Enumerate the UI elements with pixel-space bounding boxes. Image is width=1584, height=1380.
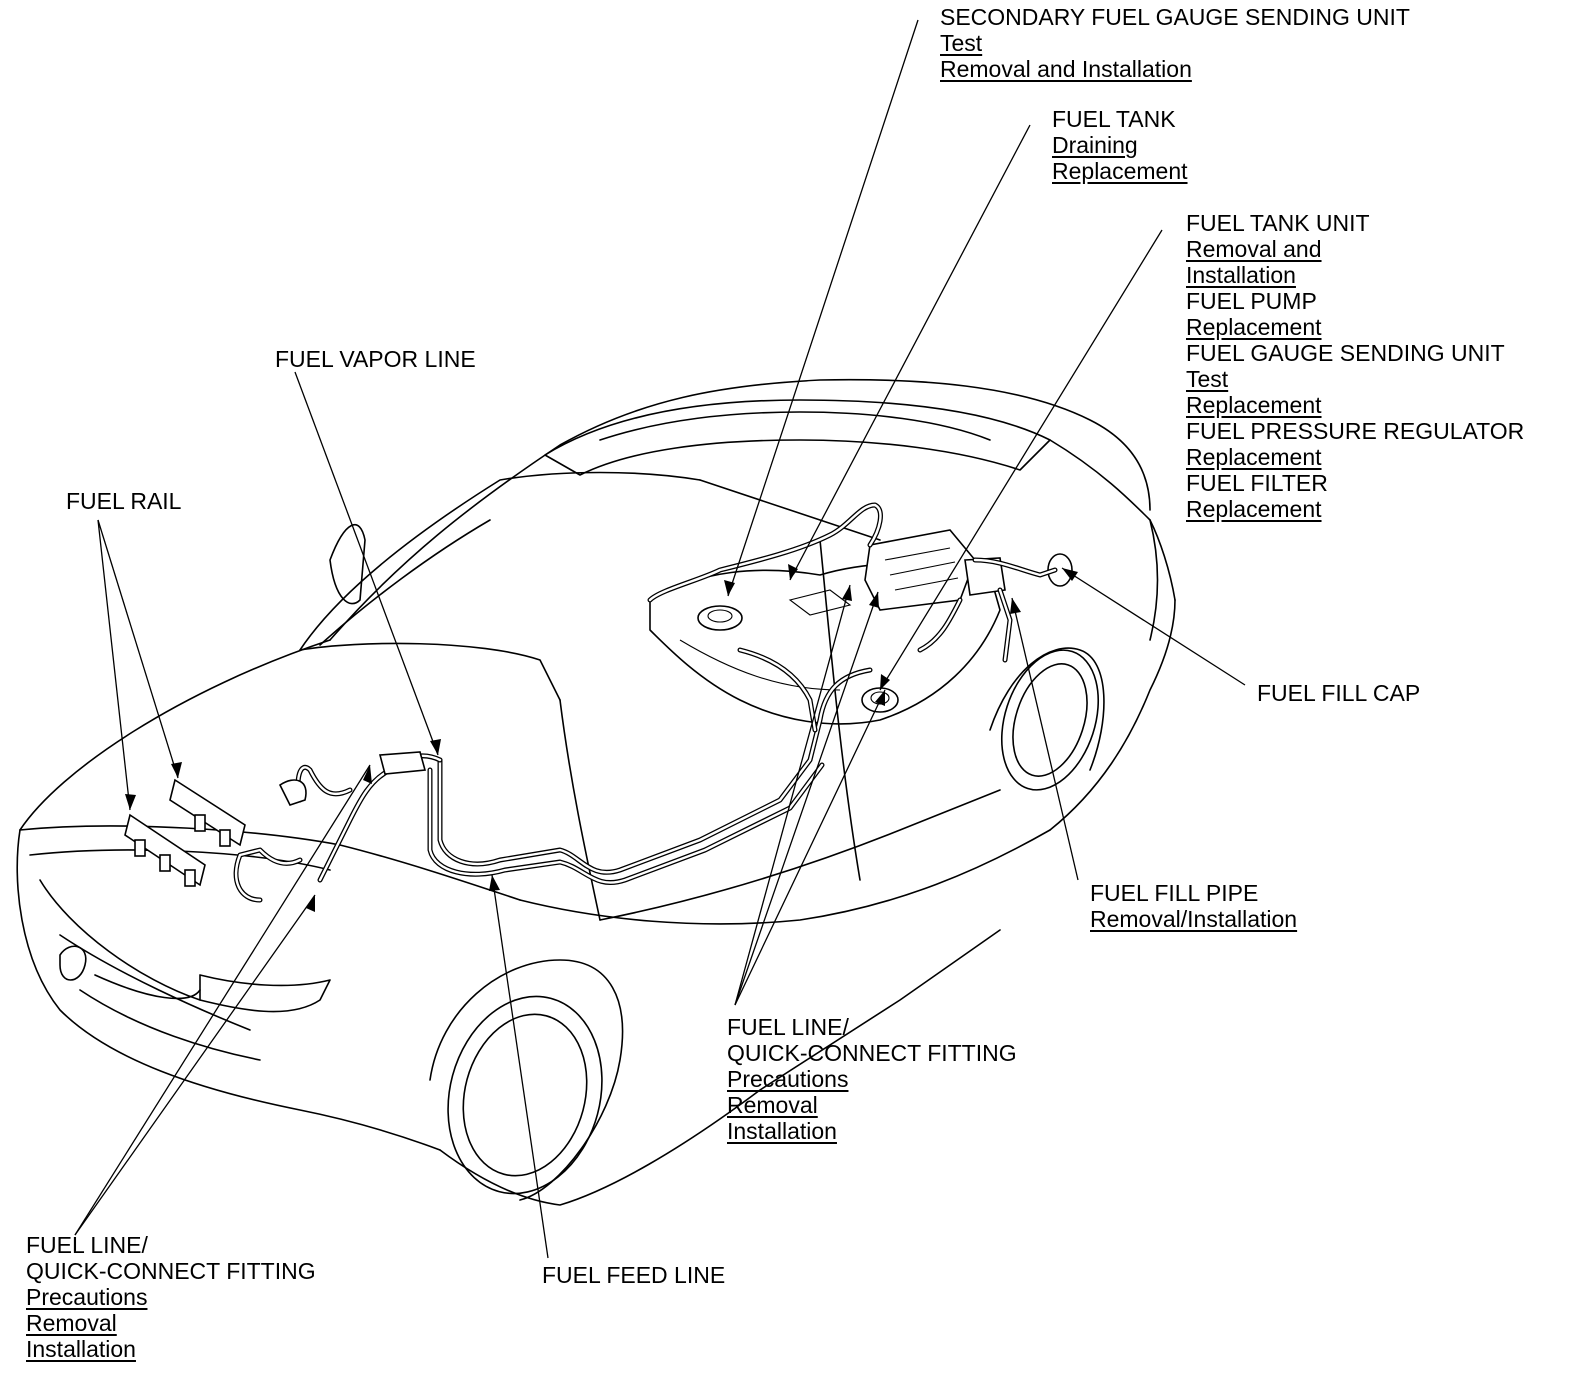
secondary-sender-title: SECONDARY FUEL GAUGE SENDING UNIT <box>940 4 1410 30</box>
feed-line-label: FUEL FEED LINE <box>542 1262 726 1288</box>
qc-rear-title-2: QUICK-CONNECT FITTING <box>727 1040 1017 1066</box>
qc-front-precautions-link[interactable]: Precautions <box>26 1284 148 1310</box>
fuel-tank-replacement-link[interactable]: Replacement <box>1052 158 1188 184</box>
qc-front-installation-link[interactable]: Installation <box>26 1336 136 1362</box>
tank-unit-removal-link[interactable]: Removal and <box>1186 236 1322 262</box>
tank-unit-title: FUEL TANK UNIT <box>1186 210 1370 236</box>
gauge-sender-title: FUEL GAUGE SENDING UNIT <box>1186 340 1505 366</box>
fuel-rail-label: FUEL RAIL <box>66 488 182 514</box>
qc-front-callout: FUEL LINE/ QUICK-CONNECT FITTING Precaut… <box>26 1232 316 1362</box>
qc-front-removal-link[interactable]: Removal <box>26 1310 117 1336</box>
vapor-line-label: FUEL VAPOR LINE <box>275 346 476 372</box>
fuel-filter-title: FUEL FILTER <box>1186 470 1328 496</box>
fuel-pump-replacement-link[interactable]: Replacement <box>1186 314 1322 340</box>
fuel-tank-title: FUEL TANK <box>1052 106 1176 132</box>
tank-unit-callout: FUEL TANK UNIT Removal and Installation … <box>1186 210 1524 522</box>
fuel-tank-draining-link[interactable]: Draining <box>1052 132 1138 158</box>
tank-unit-installation-link[interactable]: Installation <box>1186 262 1296 288</box>
qc-rear-callout: FUEL LINE/ QUICK-CONNECT FITTING Precaut… <box>727 1014 1017 1144</box>
secondary-sender-test-link[interactable]: Test <box>940 30 983 56</box>
qc-rear-precautions-link[interactable]: Precautions <box>727 1066 849 1092</box>
secondary-sender-removal-link[interactable]: Removal and Installation <box>940 56 1192 82</box>
qc-rear-title-1: FUEL LINE/ <box>727 1014 849 1040</box>
gauge-sender-replacement-link[interactable]: Replacement <box>1186 392 1322 418</box>
qc-front-title-2: QUICK-CONNECT FITTING <box>26 1258 316 1284</box>
fill-cap-label: FUEL FILL CAP <box>1257 680 1421 706</box>
fuel-pump-title: FUEL PUMP <box>1186 288 1317 314</box>
fill-pipe-callout: FUEL FILL PIPE Removal/Installation <box>1090 880 1297 932</box>
qc-rear-removal-link[interactable]: Removal <box>727 1092 818 1118</box>
fill-pipe-title: FUEL FILL PIPE <box>1090 880 1259 906</box>
fill-pipe-removal-link[interactable]: Removal/Installation <box>1090 906 1298 932</box>
car-body <box>16 378 1176 1206</box>
fuel-filter-replacement-link[interactable]: Replacement <box>1186 496 1322 522</box>
leader-lines <box>74 19 1246 1259</box>
secondary-sender-callout: SECONDARY FUEL GAUGE SENDING UNIT Test R… <box>940 4 1410 82</box>
fuel-tank-callout: FUEL TANK Draining Replacement <box>1052 106 1188 184</box>
fuel-line-drawing <box>233 502 1058 903</box>
qc-rear-installation-link[interactable]: Installation <box>727 1118 837 1144</box>
gauge-sender-test-link[interactable]: Test <box>1186 366 1229 392</box>
pressure-regulator-title: FUEL PRESSURE REGULATOR <box>1186 418 1525 444</box>
pressure-regulator-replacement-link[interactable]: Replacement <box>1186 444 1322 470</box>
fuel-rail-drawing <box>124 751 427 887</box>
qc-front-title-1: FUEL LINE/ <box>26 1232 148 1258</box>
